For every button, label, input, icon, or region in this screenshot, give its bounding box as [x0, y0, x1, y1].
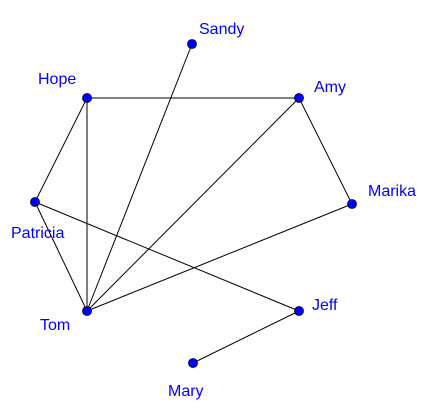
node-label-patricia: Patricia — [11, 225, 64, 242]
node-patricia — [30, 197, 40, 207]
node-sandy — [187, 39, 197, 49]
edges-layer — [34, 43, 353, 364]
node-tom — [82, 306, 92, 316]
edge-tom-amy — [86, 97, 300, 312]
edge-patricia-jeff — [34, 201, 300, 312]
node-label-hope: Hope — [38, 71, 76, 88]
node-mary — [188, 358, 198, 368]
node-hope — [82, 93, 92, 103]
node-label-sandy: Sandy — [199, 21, 244, 38]
edge-tom-sandy — [86, 43, 193, 312]
node-label-tom: Tom — [40, 317, 70, 334]
edge-patricia-tom — [34, 201, 88, 312]
edge-tom-marika — [86, 203, 353, 312]
node-label-jeff: Jeff — [312, 297, 338, 314]
edge-hope-patricia — [34, 97, 88, 203]
node-amy — [294, 93, 304, 103]
edge-amy-marika — [298, 97, 353, 205]
edge-jeff-mary — [192, 310, 300, 364]
node-label-mary: Mary — [168, 383, 204, 400]
node-label-amy: Amy — [314, 79, 346, 96]
node-marika — [347, 199, 357, 209]
node-label-marika: Marika — [368, 183, 416, 200]
nodes-layer — [30, 39, 357, 368]
node-jeff — [294, 306, 304, 316]
